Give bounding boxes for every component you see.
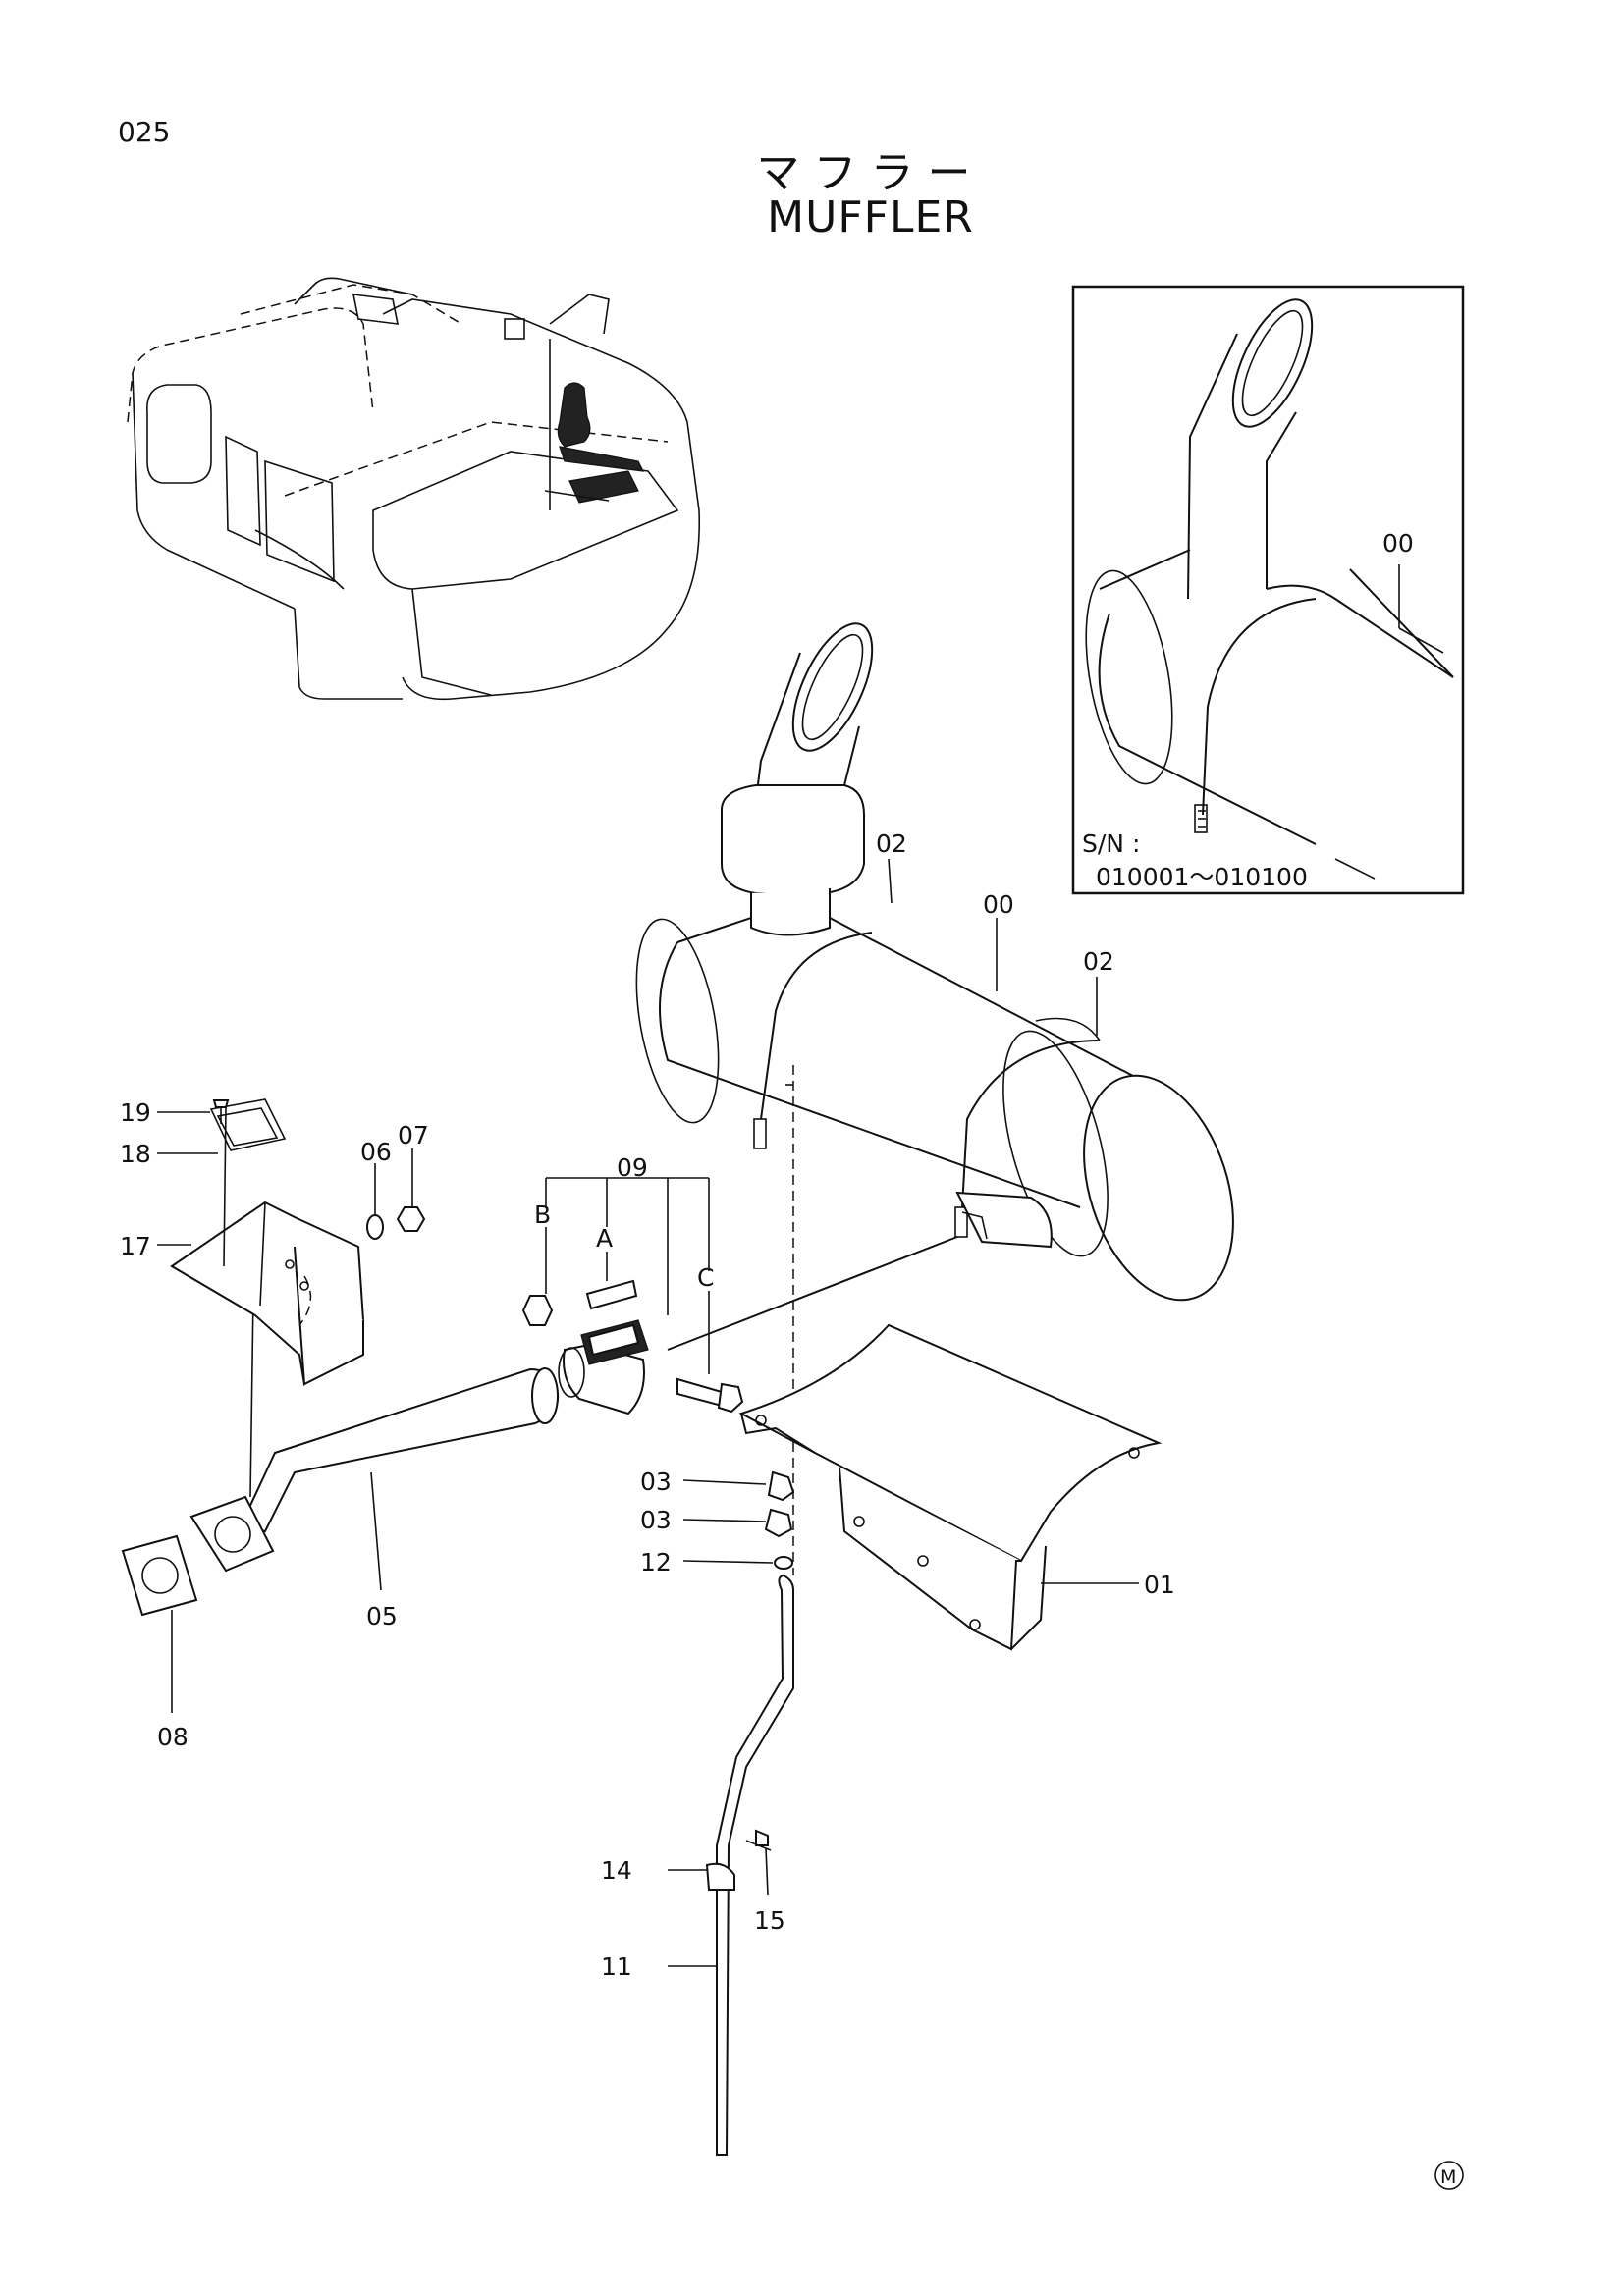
callout-11: 11 [601,1952,632,1981]
callout-06: 06 [360,1138,392,1166]
callout-A: A [596,1224,613,1253]
inset-frame [1071,285,1465,895]
callout-00: 00 [983,890,1014,919]
inset-sn-range: 010001～010100 [1096,863,1308,891]
title-english: MUFFLER [767,192,974,242]
callout-12: 12 [640,1548,672,1576]
title-japanese: マフラー [756,148,985,198]
clamp-assembly [521,1177,958,1415]
callout-01: 01 [1144,1571,1175,1599]
callout-03-upper: 03 [640,1468,672,1496]
footer-mark: M [1440,2166,1456,2188]
callout-02-right: 02 [1083,947,1114,976]
callout-02-top: 02 [876,829,907,858]
callout-15: 15 [754,1906,785,1935]
callout-B: B [534,1201,551,1229]
inset-muffler-variant [1085,298,1454,880]
callout-08: 08 [157,1723,189,1751]
callout-14: 14 [601,1856,632,1885]
heat-shield [170,1098,426,1387]
muffler-bracket [738,1323,1163,1651]
callout-05: 05 [366,1602,398,1630]
muffler-body [635,622,1234,1302]
callout-07: 07 [398,1121,429,1149]
callout-03-lower: 03 [640,1506,672,1534]
footer-mark-circle [1434,2161,1464,2190]
inset-sn-label: S/N : [1082,829,1140,858]
drain-pipe [668,1470,795,2156]
callout-17: 17 [120,1232,151,1260]
callout-09: 09 [617,1153,648,1182]
exhaust-pipe [121,1295,560,1713]
callout-19: 19 [120,1098,151,1127]
page-code: 025 [118,116,171,148]
inset-callout-00: 00 [1382,529,1414,558]
excavator-overview-illustration [127,277,701,701]
callout-C: C [697,1263,714,1292]
callout-18: 18 [120,1140,151,1168]
